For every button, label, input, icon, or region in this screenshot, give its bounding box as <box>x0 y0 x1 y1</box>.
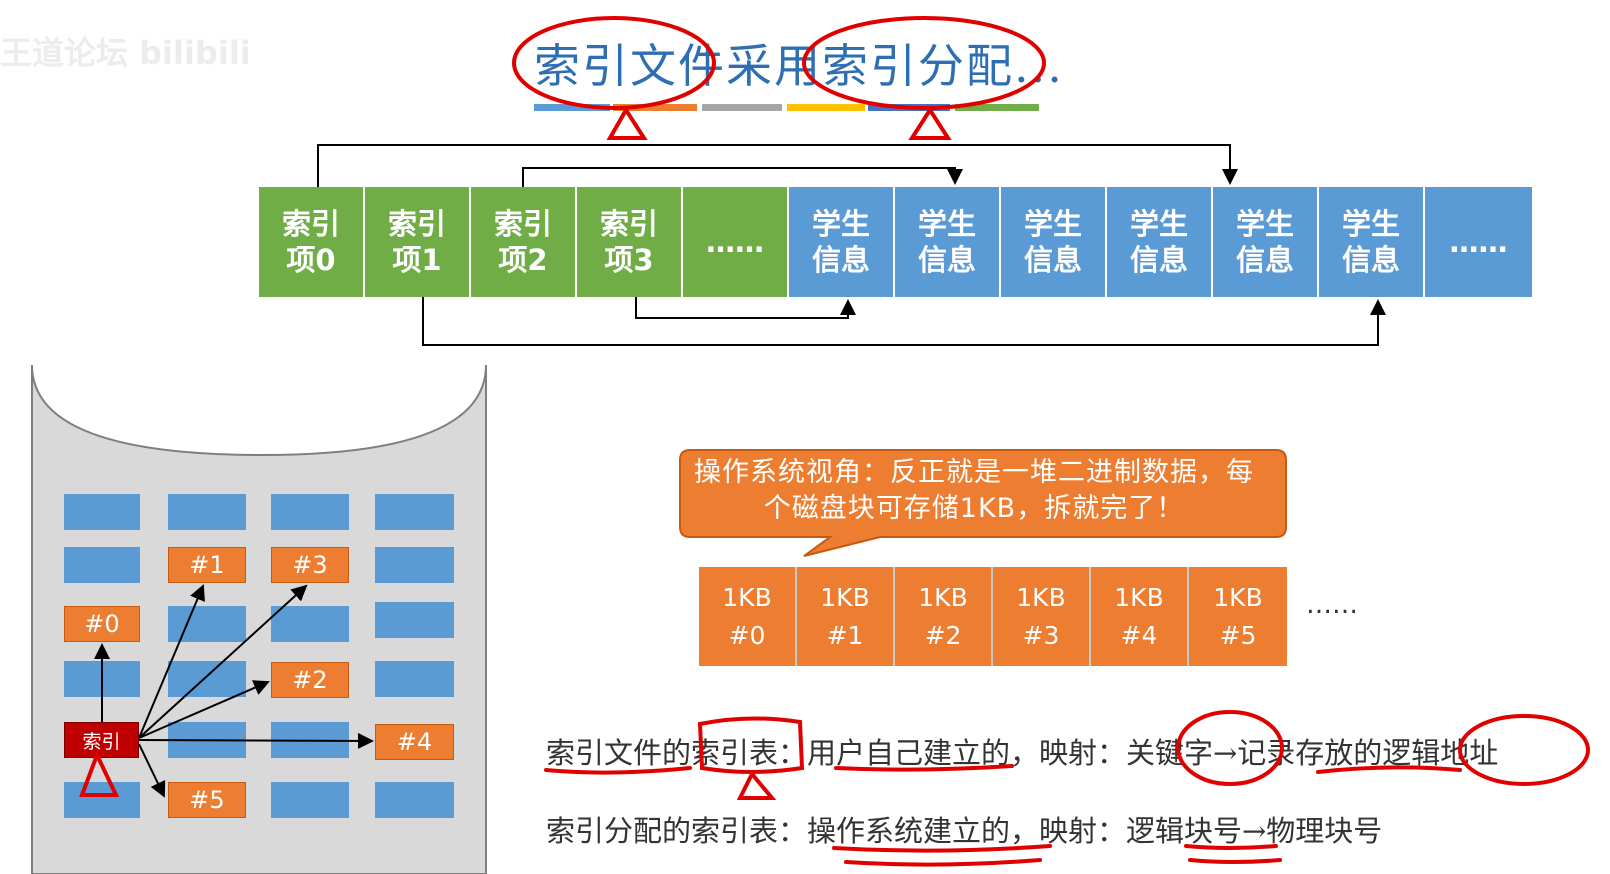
disk-block <box>375 494 454 530</box>
bubble-text: 操作系统视角：反正就是一堆二进制数据，每个磁盘块可存储1KB，拆就完了！ <box>694 457 1254 524</box>
record-5: 学生信息 <box>1319 187 1425 297</box>
disk-block <box>375 602 454 638</box>
title-bar-orange <box>613 104 697 111</box>
title-bar-blue <box>534 104 610 111</box>
index-item-1: 索引项1 <box>365 187 471 297</box>
page-title: 索引文件采用索引分配... <box>534 39 1064 93</box>
kb-block-2: 1KB#2 <box>895 567 993 666</box>
disk-block <box>64 494 140 530</box>
note-index-allocation: 索引分配的索引表：操作系统建立的，映射：逻辑块号→物理块号 <box>546 814 1383 848</box>
disk-index-block: 索引 <box>64 722 139 758</box>
note-index-file: 索引文件的索引表：用户自己建立的，映射：关键字→记录存放的逻辑地址 <box>546 736 1499 770</box>
kb-block-5: 1KB#5 <box>1189 567 1287 666</box>
connector-index0-record4 <box>317 144 1238 187</box>
connector-index1-record5 <box>422 297 1386 346</box>
disk-block <box>375 661 454 697</box>
underline-note2-os-b <box>844 858 1042 867</box>
arrow-to-block-2 <box>138 680 270 739</box>
index-item-2: 索引项2 <box>471 187 577 297</box>
disk-block <box>168 494 246 530</box>
triangle-note1 <box>736 770 777 800</box>
record-0: 学生信息 <box>789 187 895 297</box>
underline-note1-user <box>834 764 1014 772</box>
disk-block <box>375 547 454 583</box>
disk-block-0: #0 <box>64 606 140 642</box>
disk-block <box>271 606 349 642</box>
disk-block-5: #5 <box>168 782 246 818</box>
arrow-to-block-5 <box>138 743 166 798</box>
connector-index3-record0 <box>635 297 856 319</box>
disk-block <box>64 782 140 818</box>
disk-block <box>271 782 349 818</box>
circle-note1-key <box>1176 710 1284 786</box>
disk-block <box>168 661 246 697</box>
record-4: 学生信息 <box>1213 187 1319 297</box>
triangle-disk-index <box>79 749 120 797</box>
title-bar-gray <box>702 104 782 111</box>
title-bar-yellow <box>787 104 865 111</box>
underline-note2-block-b <box>1188 858 1282 864</box>
circle-note1-logical <box>1458 714 1590 786</box>
index-item-0: 索引项0 <box>259 187 365 297</box>
underline-note1-a <box>544 766 692 775</box>
kb-ellipsis: …… <box>1306 590 1358 620</box>
record-ellipsis: …… <box>1425 187 1532 297</box>
triangle-title-left <box>606 106 648 140</box>
kb-block-4: 1KB#4 <box>1091 567 1189 666</box>
record-2: 学生信息 <box>1001 187 1107 297</box>
underline-note1-record <box>1316 765 1462 774</box>
underline-note2-block-a <box>1184 844 1278 850</box>
disk-block-3: #3 <box>271 547 349 583</box>
kb-block-0: 1KB#0 <box>699 567 797 666</box>
kb-block-1: 1KB#1 <box>797 567 895 666</box>
record-3: 学生信息 <box>1107 187 1213 297</box>
disk-block <box>375 782 454 818</box>
disk-block <box>271 494 349 530</box>
box-note1-index-table <box>697 716 805 774</box>
disk-block-2: #2 <box>271 662 349 698</box>
underline-note2-os <box>832 844 1052 853</box>
triangle-title-right <box>908 106 952 140</box>
kb-block-3: 1KB#3 <box>993 567 1091 666</box>
circle-title-index-alloc <box>802 16 1046 110</box>
arrow-to-block-4 <box>138 732 374 749</box>
circle-title-index-file <box>512 16 716 110</box>
disk-block-1: #1 <box>168 547 246 583</box>
index-ellipsis: …… <box>683 187 789 297</box>
record-1: 学生信息 <box>895 187 1001 297</box>
disk-block-4: #4 <box>375 724 454 760</box>
title-bar-green <box>955 104 1039 111</box>
arrow-to-block-3 <box>138 584 308 739</box>
index-item-3: 索引项3 <box>577 187 683 297</box>
arrow-to-block-1 <box>138 584 205 739</box>
watermark: 王道论坛 bilibili <box>0 34 251 72</box>
connector-index2-record1 <box>522 167 963 187</box>
disk-block <box>64 547 140 583</box>
